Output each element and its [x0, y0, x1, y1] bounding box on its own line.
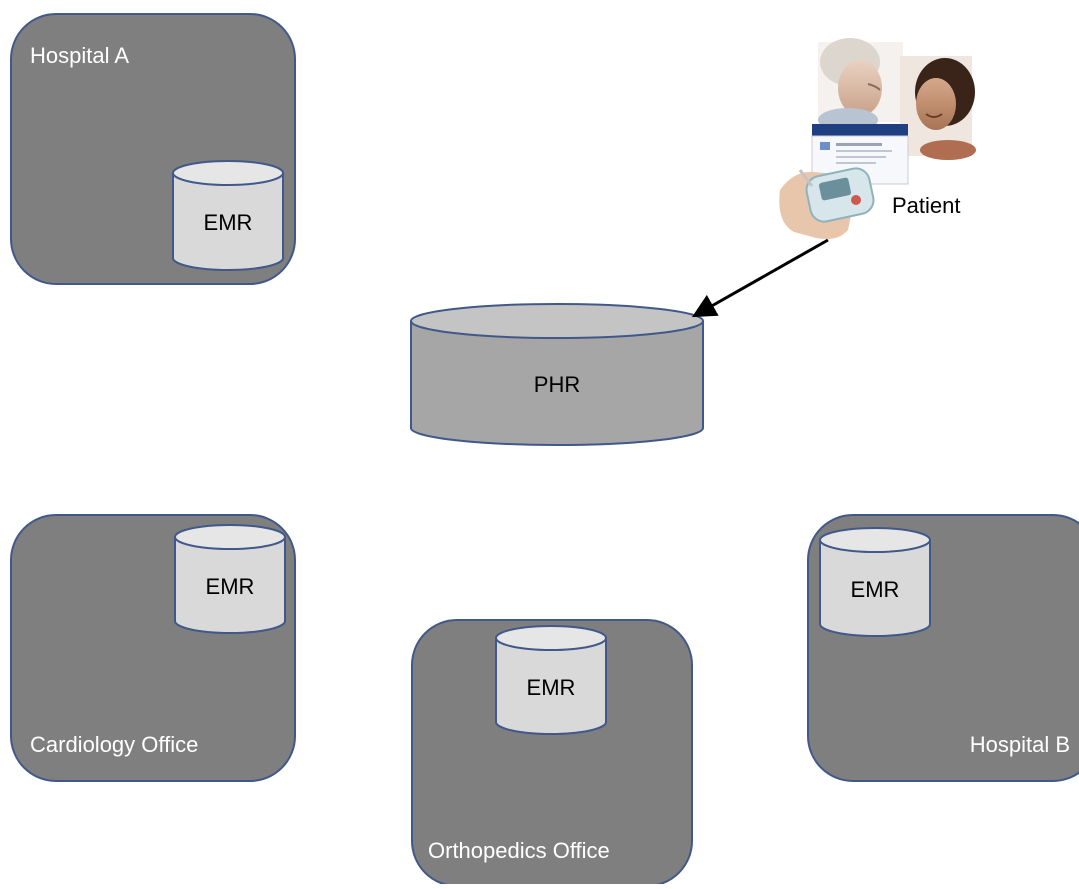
- patient-illustration: Patient: [779, 38, 976, 239]
- emr-label: EMR: [204, 210, 253, 235]
- emr-database: EMR: [819, 527, 931, 637]
- facility-label: Hospital B: [970, 732, 1070, 757]
- facility-label: Hospital A: [30, 43, 129, 68]
- facility-cardiology-office: Cardiology Office EMR: [10, 514, 296, 782]
- facility-hospital-a: Hospital A EMR: [10, 13, 296, 285]
- facility-label: Cardiology Office: [30, 732, 198, 757]
- emr-database: EMR: [174, 524, 286, 634]
- phr-database: PHR: [410, 303, 704, 446]
- patient-label: Patient: [892, 193, 961, 218]
- phr-label: PHR: [534, 372, 580, 397]
- emr-database: EMR: [172, 160, 284, 271]
- facility-orthopedics-office: Orthopedics Office EMR: [411, 619, 693, 887]
- glucose-meter-icon: [779, 167, 875, 239]
- facility-hospital-b: Hospital B EMR: [807, 514, 1079, 782]
- patient-to-phr-arrow: [691, 238, 829, 318]
- elderly-patient-photo-icon: [818, 38, 903, 132]
- emr-label: EMR: [851, 577, 900, 602]
- facility-label: Orthopedics Office: [428, 838, 610, 863]
- emr-label: EMR: [206, 574, 255, 599]
- caregiver-photo-icon: [900, 56, 976, 160]
- emr-label: EMR: [527, 675, 576, 700]
- emr-database: EMR: [495, 625, 607, 735]
